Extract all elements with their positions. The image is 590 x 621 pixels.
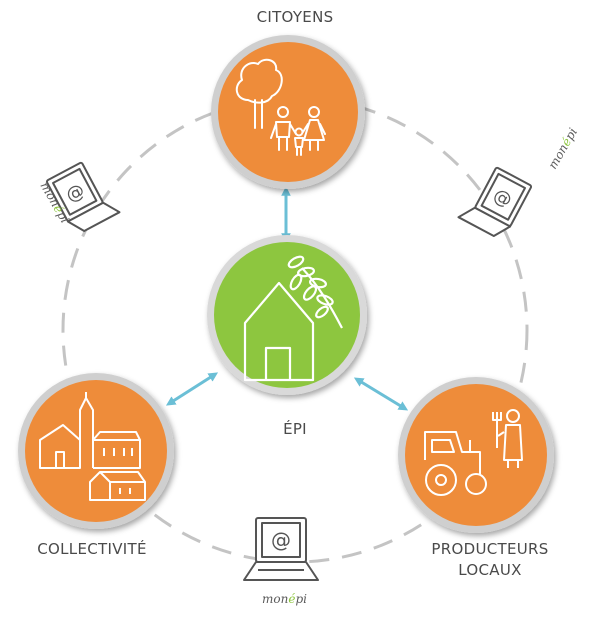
village-icon [39,392,146,501]
svg-text:monépi: monépi [262,592,307,606]
family-tree-icon [235,58,326,156]
logo-monepi-right: monépi [545,125,580,171]
laptop-left: @ [45,161,121,232]
arrow-epi-producteurs [353,377,409,411]
laptop-right: @ [457,166,533,237]
node-citoyens [211,35,365,189]
node-producteurs-locaux [398,377,554,533]
laptop-bottom: @ [243,517,319,581]
node-collectivite [18,373,174,529]
logo-monepi-bottom: monépi [262,592,307,606]
label-citoyens: CITOYENS [256,8,334,26]
laptop-bottom-screen-at-icon: @ [271,528,291,552]
label-collectivite: COLLECTIVITÉ [37,540,147,558]
arrow-epi-collectivite [165,372,219,406]
house-wheat-icon [243,255,343,382]
arrows [165,186,409,411]
tractor-farmer-icon [424,409,523,496]
label-locaux: LOCAUX [458,561,522,579]
label-producteurs: PRODUCTEURS [431,540,549,558]
label-epi: ÉPI [283,420,307,438]
svg-text:monépi: monépi [545,125,580,171]
node-epi [207,235,367,395]
